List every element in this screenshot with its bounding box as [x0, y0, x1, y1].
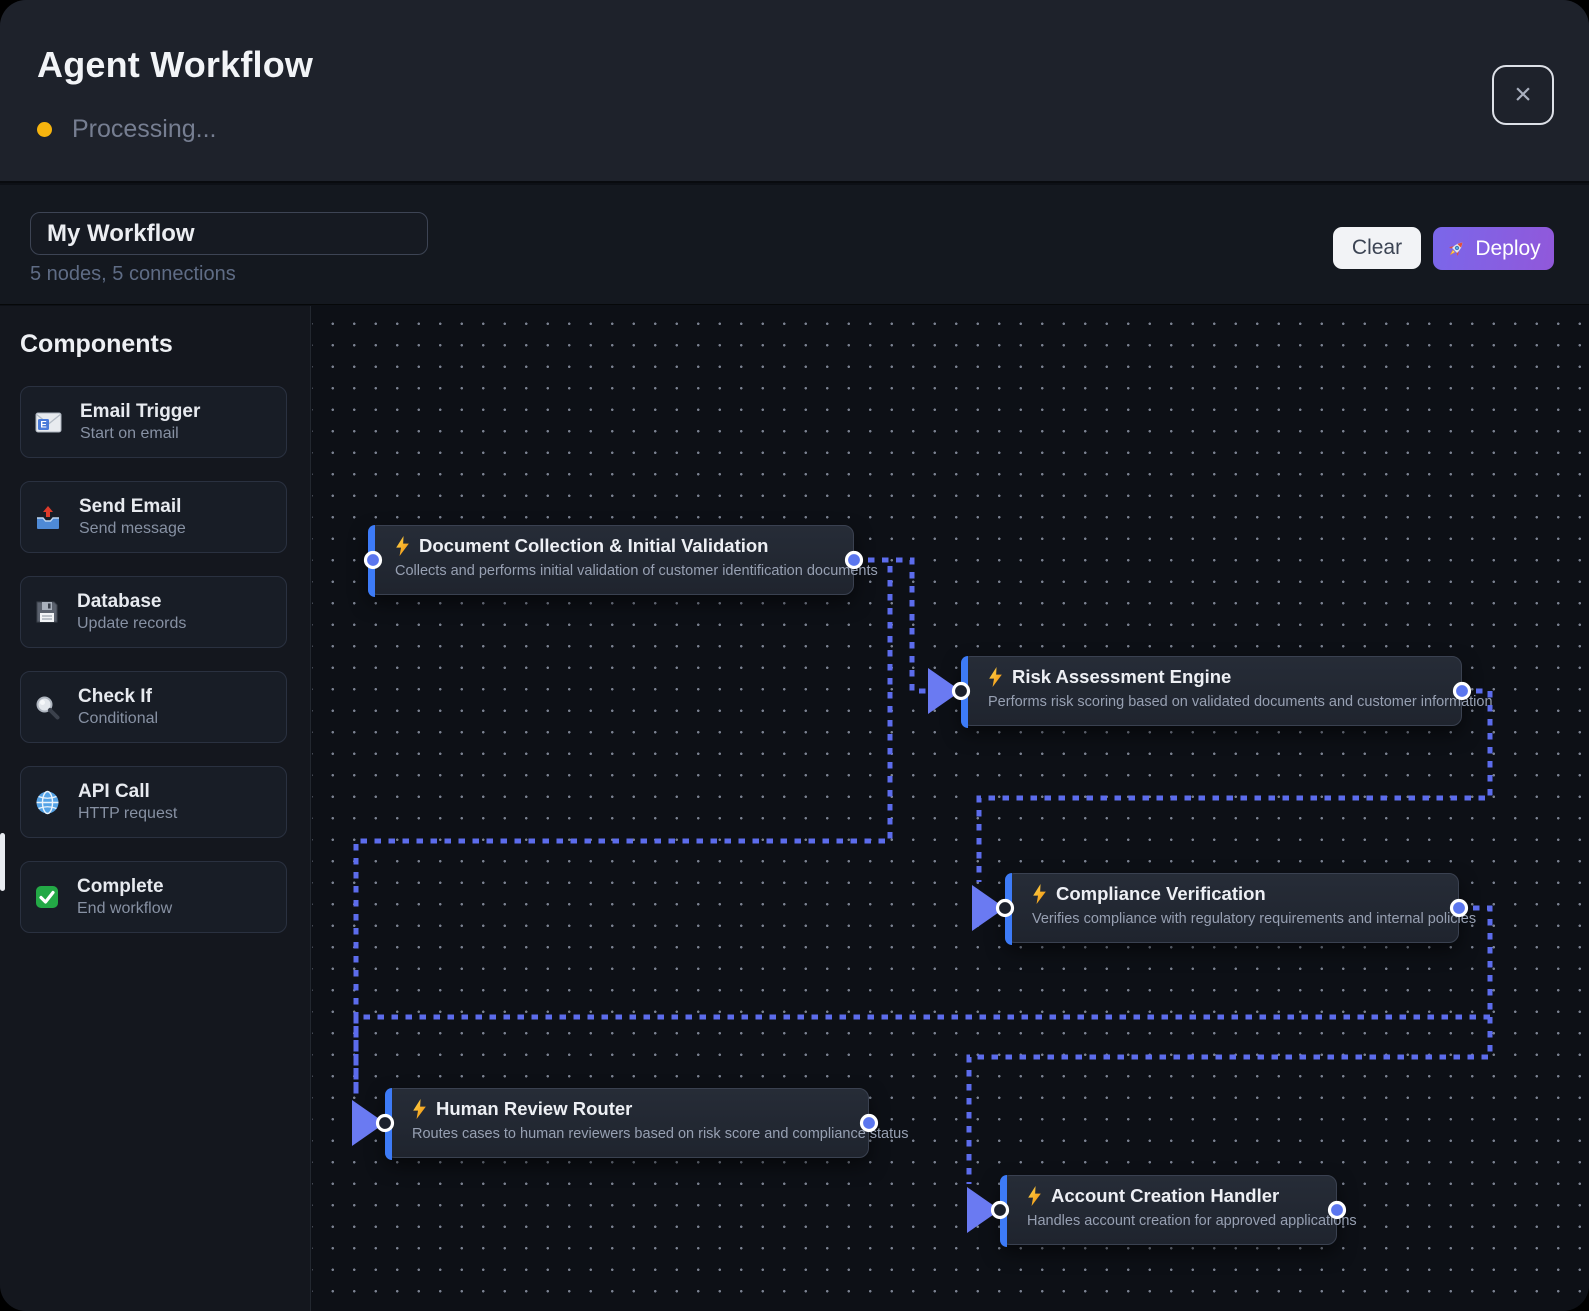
node-description: Performs risk scoring based on validated… — [988, 694, 1493, 710]
node-account-creation[interactable]: Account Creation Handler Handles account… — [1000, 1175, 1357, 1247]
component-label: Email Trigger — [80, 401, 201, 422]
component-api-call[interactable]: API Call HTTP request — [20, 766, 287, 838]
node-human-review-router[interactable]: Human Review Router Routes cases to huma… — [385, 1088, 908, 1160]
status-text: Processing... — [72, 115, 217, 143]
bolt-icon — [396, 536, 409, 556]
workflow-canvas[interactable] — [312, 306, 1589, 1311]
component-database[interactable]: Database Update records — [20, 576, 287, 648]
node-description: Handles account creation for approved ap… — [1027, 1213, 1357, 1229]
check-icon — [36, 886, 58, 908]
database-icon — [36, 601, 58, 623]
component-label: API Call — [78, 781, 150, 802]
sidebar-resize-handle[interactable] — [0, 833, 5, 891]
component-label: Send Email — [79, 496, 182, 517]
workflow-summary: 5 nodes, 5 connections — [30, 263, 236, 285]
globe-icon — [36, 790, 59, 814]
components-sidebar: Components E Email Trigger Start on emai… — [0, 306, 311, 1311]
status-dot-icon — [37, 122, 52, 137]
component-sublabel: Update records — [77, 615, 187, 632]
node-description: Collects and performs initial validation… — [395, 563, 878, 579]
status-row: Processing... — [37, 115, 217, 144]
toolbar: 5 nodes, 5 connections Clear Deploy — [0, 185, 1589, 305]
node-accent-stripe — [385, 1088, 392, 1160]
components-heading: Components — [20, 330, 173, 358]
email-icon: E — [35, 412, 62, 432]
deploy-button[interactable]: Deploy — [1433, 227, 1554, 270]
node-title: Human Review Router — [436, 1098, 633, 1119]
close-button[interactable]: × — [1492, 65, 1554, 125]
rocket-icon — [1449, 242, 1463, 256]
node-risk-assessment[interactable]: Risk Assessment Engine Performs risk sco… — [961, 656, 1493, 728]
node-accent-stripe — [1005, 873, 1012, 945]
deploy-label: Deploy — [1475, 236, 1541, 260]
node-title: Compliance Verification — [1056, 883, 1266, 904]
component-sublabel: Start on email — [80, 425, 179, 442]
component-label: Complete — [77, 876, 164, 897]
component-sublabel: HTTP request — [78, 805, 178, 822]
component-email-trigger[interactable]: E Email Trigger Start on email — [20, 386, 287, 458]
component-sublabel: Send message — [79, 520, 186, 537]
component-send-email[interactable]: Send Email Send message — [20, 481, 287, 553]
close-icon: × — [1514, 78, 1532, 111]
node-compliance-verification[interactable]: Compliance Verification Verifies complia… — [1005, 873, 1476, 945]
node-accent-stripe — [961, 656, 968, 728]
send-icon — [37, 505, 59, 529]
node-title: Risk Assessment Engine — [1012, 666, 1232, 687]
node-accent-stripe — [368, 525, 375, 597]
bolt-icon — [413, 1099, 426, 1119]
node-document-collection[interactable]: Document Collection & Initial Validation… — [368, 525, 878, 597]
node-title: Account Creation Handler — [1051, 1185, 1280, 1206]
node-accent-stripe — [1000, 1175, 1007, 1247]
node-description: Verifies compliance with regulatory requ… — [1032, 911, 1477, 927]
node-title: Document Collection & Initial Validation — [419, 535, 769, 556]
component-label: Check If — [78, 686, 152, 707]
bolt-icon — [1028, 1186, 1041, 1206]
component-sublabel: End workflow — [77, 900, 173, 917]
bolt-icon — [989, 667, 1002, 687]
svg-text:E: E — [40, 419, 46, 430]
node-description: Routes cases to human reviewers based on… — [412, 1126, 909, 1142]
component-sublabel: Conditional — [78, 710, 159, 727]
bolt-icon — [1033, 884, 1046, 904]
workflow-name-input[interactable] — [30, 212, 428, 255]
header: Agent Workflow Processing... × — [0, 0, 1589, 183]
component-label: Database — [77, 591, 162, 612]
component-check-if[interactable]: Check If Conditional — [20, 671, 287, 743]
component-complete[interactable]: Complete End workflow — [20, 861, 287, 933]
page-title: Agent Workflow — [37, 44, 314, 85]
clear-button[interactable]: Clear — [1333, 227, 1421, 269]
magnifier-icon — [36, 696, 60, 719]
